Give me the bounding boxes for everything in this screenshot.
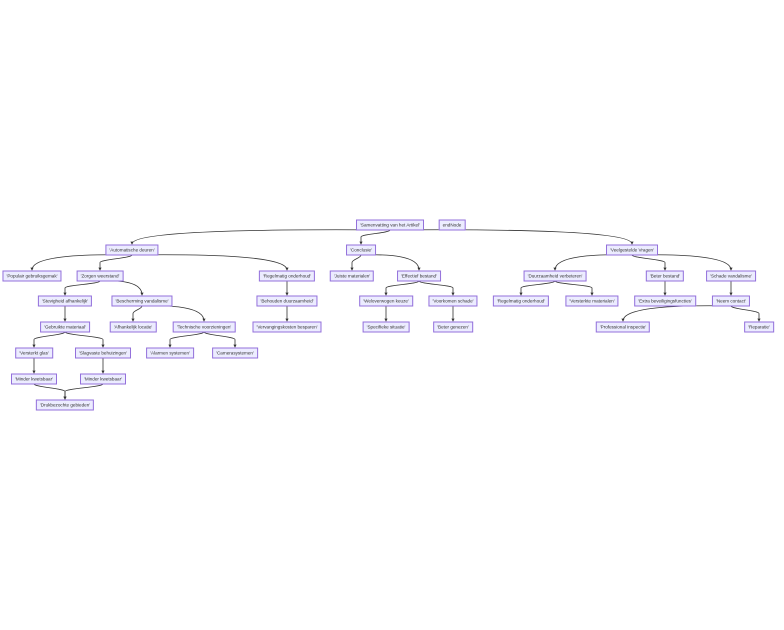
node-besch: 'Bescherming vandalisme' bbox=[111, 295, 173, 307]
node-neem: 'Neem contact' bbox=[711, 295, 751, 307]
edge-neem-prof bbox=[621, 305, 732, 322]
edge-gebr-slag bbox=[64, 331, 105, 348]
edge-concl-effect bbox=[360, 254, 421, 271]
edge-effect-welo bbox=[384, 280, 420, 296]
node-zorg: 'Zorgen weerstand' bbox=[76, 270, 124, 282]
node-mk1: 'Minder kwetsbaar' bbox=[10, 373, 58, 385]
edge-faq-schade bbox=[631, 254, 733, 271]
node-verst: 'Versterkte materialen' bbox=[565, 295, 619, 307]
edge-besch-afh bbox=[131, 305, 143, 322]
node-slag: 'Slagvaste behuizingen' bbox=[75, 347, 131, 359]
edge-tech-alarm bbox=[168, 331, 205, 348]
node-spec: 'Specifieke situatie' bbox=[362, 321, 410, 333]
node-faq: 'Veelgestelde Vragen' bbox=[606, 244, 658, 256]
edge-faq-duur bbox=[553, 254, 633, 271]
node-voork: 'Voorkomen schade' bbox=[428, 295, 478, 307]
edge-mk2-druk bbox=[63, 383, 104, 400]
edge-besch-tech bbox=[141, 305, 206, 322]
edge-root-faq bbox=[389, 229, 634, 245]
node-alarm: 'Alarmen systemen' bbox=[146, 347, 194, 359]
edge-root-concl bbox=[359, 229, 391, 245]
node-afh: 'Afhankelijk locatie' bbox=[109, 321, 157, 333]
edge-tech-cam bbox=[203, 331, 237, 348]
node-cam: 'Camerasystemen' bbox=[212, 347, 258, 359]
node-pop: 'Populair gebruiksgemak' bbox=[2, 270, 62, 282]
node-stev: 'Stevigheid afhankelijk' bbox=[37, 295, 93, 307]
edge-auto-pop bbox=[30, 254, 133, 271]
node-root: 'Samenvatting van het Artikel' bbox=[356, 219, 424, 231]
node-tech: 'Technische voorzieningen' bbox=[172, 321, 236, 333]
edge-concl-juist bbox=[350, 254, 362, 271]
edge-neem-rep bbox=[730, 305, 761, 322]
edge-auto-zorg bbox=[98, 254, 133, 271]
node-schade: 'Schade vandalisme' bbox=[706, 270, 756, 282]
edge-effect-voork bbox=[418, 280, 455, 296]
node-glas: 'Versterkt glas' bbox=[15, 347, 53, 359]
node-gebr: 'Gebruikte materiaal' bbox=[40, 321, 90, 333]
node-prof: 'Professional inspectie' bbox=[595, 321, 651, 333]
node-auto: 'Automatische deuren' bbox=[105, 244, 159, 256]
edge-auto-regel1 bbox=[131, 254, 289, 271]
node-rep: 'Reparatie' bbox=[744, 321, 774, 333]
edge-zorg-besch bbox=[99, 280, 144, 296]
node-concl: 'Conclusie' bbox=[346, 244, 376, 256]
node-beter: 'Beter bestand' bbox=[645, 270, 685, 282]
node-end: endNode bbox=[438, 219, 466, 231]
node-mk2: 'Minder kwetsbaar' bbox=[79, 373, 127, 385]
edge-zorg-stev bbox=[63, 280, 101, 296]
node-duur: 'Duurzaamheid verbeteren' bbox=[523, 270, 587, 282]
edge-gebr-glas bbox=[32, 331, 66, 348]
node-juist: 'Juiste materialen' bbox=[329, 270, 375, 282]
edge-faq-beter bbox=[631, 254, 667, 271]
node-behoud: 'Behouden duurzaamheid' bbox=[256, 295, 318, 307]
node-extra: 'Extra beveiligingsfuncties' bbox=[634, 295, 696, 307]
node-druk: 'Drukbezochte gebieden' bbox=[35, 399, 95, 411]
node-regel1: 'Regelmatig onderhoud' bbox=[258, 270, 316, 282]
edge-mk1-druk bbox=[33, 383, 67, 400]
edge-root-auto bbox=[130, 229, 391, 245]
edge-duur-regel2 bbox=[519, 280, 556, 296]
node-welo: 'Weloverwogen keuze' bbox=[359, 295, 413, 307]
edge-duur-verst bbox=[554, 280, 594, 296]
node-effect: 'Effectief bestand' bbox=[397, 270, 441, 282]
node-genez: 'Beter genezen' bbox=[433, 321, 473, 333]
node-regel2: 'Regelmatig onderhoud' bbox=[492, 295, 550, 307]
node-verv: 'Vervangingskosten besparen' bbox=[252, 321, 322, 333]
